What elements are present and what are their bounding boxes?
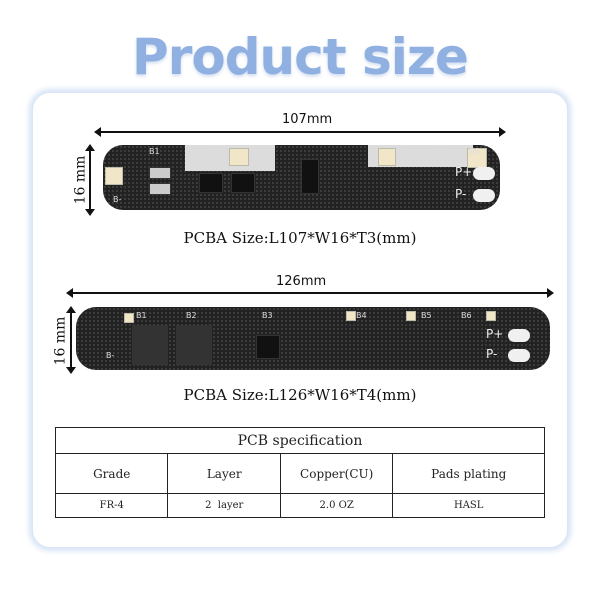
pcb-board-126: B1 B2 B3 B4 B5 B6 B- P+ P- [76, 307, 550, 370]
b4-label: B4 [399, 147, 410, 156]
header-layer: Layer [167, 453, 281, 494]
b6-label: B6 [469, 147, 480, 156]
width-dimension-arrow [85, 144, 95, 216]
board1-caption: PCBA Size:L107*W16*T3(mm) [183, 229, 417, 247]
length-dimension-arrow [66, 288, 554, 298]
b4-label: B4 [356, 311, 367, 320]
b2-label: B2 [209, 147, 220, 156]
page-title: Product size [132, 28, 469, 86]
b2-label: B2 [186, 311, 197, 320]
p-minus-label: P- [486, 347, 498, 361]
p-plus-label: P+ [455, 165, 473, 179]
b-minus-label: B- [113, 195, 122, 204]
value-layer: 2 layer [167, 493, 281, 518]
b3-label: B3 [262, 311, 273, 320]
value-copper: 2.0 OZ [279, 493, 394, 518]
value-grade: FR-4 [54, 493, 169, 518]
b1-label: B1 [149, 147, 160, 156]
length-dimension-arrow [94, 127, 506, 137]
b6-label: B6 [461, 311, 472, 320]
p-plus-label: P+ [486, 327, 504, 341]
spec-title: PCB specification [55, 427, 545, 454]
b-minus-label: B- [106, 351, 115, 360]
b1-label: B1 [136, 311, 147, 320]
b5-label: B5 [435, 147, 446, 156]
b5-label: B5 [421, 311, 432, 320]
value-pads-plating: HASL [392, 493, 545, 518]
header-grade: Grade [54, 453, 169, 494]
pcb-spec-table: PCB specification Grade Layer Copper(CU)… [54, 427, 545, 518]
width-dimension-arrow [66, 306, 76, 374]
width-label: 16 mm [72, 155, 89, 205]
p-minus-label: P- [455, 187, 467, 201]
board2-caption: PCBA Size:L126*W16*T4(mm) [183, 386, 417, 404]
header-copper: Copper(CU) [279, 453, 394, 494]
length-label: 107mm [282, 112, 333, 127]
pcb-board-107: B1 B2 B4 B5 B6 B- P+ P- [103, 145, 500, 210]
width-label: 16 mm [52, 316, 69, 366]
header-pads-plating: Pads plating [392, 453, 545, 494]
length-label: 126mm [276, 274, 327, 289]
